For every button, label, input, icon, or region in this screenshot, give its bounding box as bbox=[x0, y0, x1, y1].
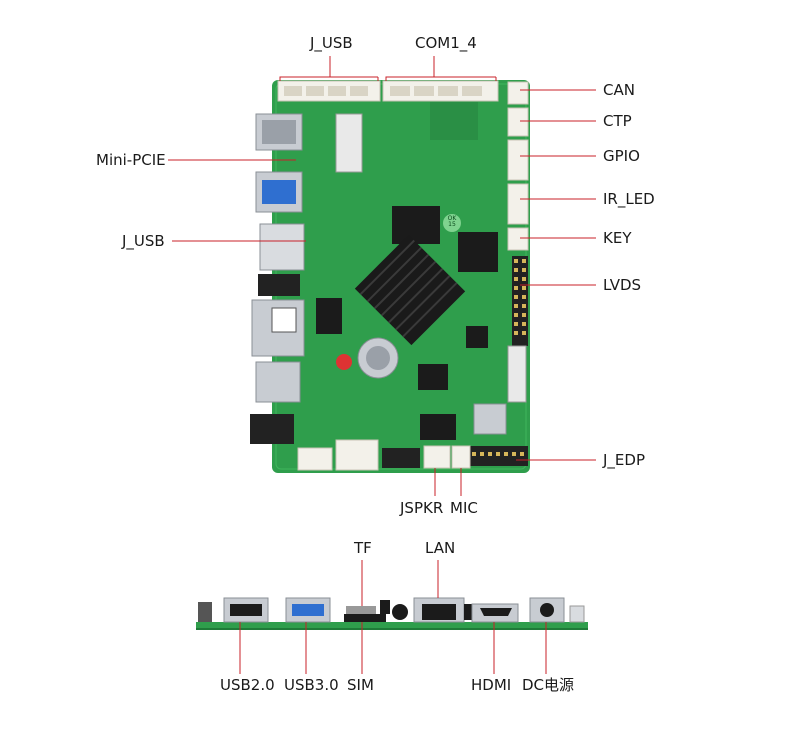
label-usb3: USB3.0 bbox=[284, 676, 339, 694]
tf-slot-left bbox=[259, 223, 305, 271]
j-edp-connector bbox=[507, 345, 527, 403]
label-j-edp: J_EDP bbox=[603, 451, 645, 469]
label-mic: MIC bbox=[450, 499, 478, 517]
jspkr-connector bbox=[423, 445, 451, 469]
ok-badge-text: OK 15 bbox=[447, 215, 457, 228]
board-top-view bbox=[250, 80, 530, 473]
label-dc: DC电源 bbox=[522, 676, 575, 694]
can-connector bbox=[507, 81, 529, 105]
label-j-usb-top: J_USB bbox=[310, 34, 353, 52]
tf-slot-side bbox=[346, 606, 376, 614]
gpio-connector bbox=[507, 139, 529, 181]
sim-slot-side bbox=[344, 614, 386, 622]
label-lan: LAN bbox=[425, 539, 456, 557]
ok-badge bbox=[443, 214, 461, 232]
label-usb2: USB2.0 bbox=[220, 676, 275, 694]
mic-connector bbox=[451, 445, 471, 469]
label-gpio: GPIO bbox=[603, 147, 640, 165]
lvds-header bbox=[512, 256, 528, 346]
label-hdmi: HDMI bbox=[471, 676, 512, 694]
dc-jack-left bbox=[250, 414, 294, 444]
board-side-view bbox=[196, 597, 588, 630]
label-lvds: LVDS bbox=[603, 276, 642, 294]
leader-lines-top bbox=[168, 56, 596, 496]
label-can: CAN bbox=[603, 81, 635, 99]
hdmi-port-left bbox=[255, 361, 301, 403]
label-ctp: CTP bbox=[603, 112, 632, 130]
label-com1-4: COM1_4 bbox=[415, 34, 477, 52]
ctp-connector bbox=[507, 107, 529, 137]
label-sim: SIM bbox=[347, 676, 374, 694]
label-tf: TF bbox=[354, 539, 372, 557]
pcb-side bbox=[196, 622, 588, 630]
leader-lines-bottom bbox=[239, 560, 547, 674]
label-jspkr: JSPKR bbox=[400, 499, 444, 517]
heatsink bbox=[354, 234, 466, 346]
label-key: KEY bbox=[603, 229, 632, 247]
key-connector bbox=[507, 227, 529, 251]
label-j-usb-left: J_USB bbox=[122, 232, 165, 250]
label-mini-pcie: Mini-PCIE bbox=[96, 151, 166, 169]
ir-led-connector bbox=[507, 183, 529, 225]
label-ir-led: IR_LED bbox=[603, 190, 655, 208]
